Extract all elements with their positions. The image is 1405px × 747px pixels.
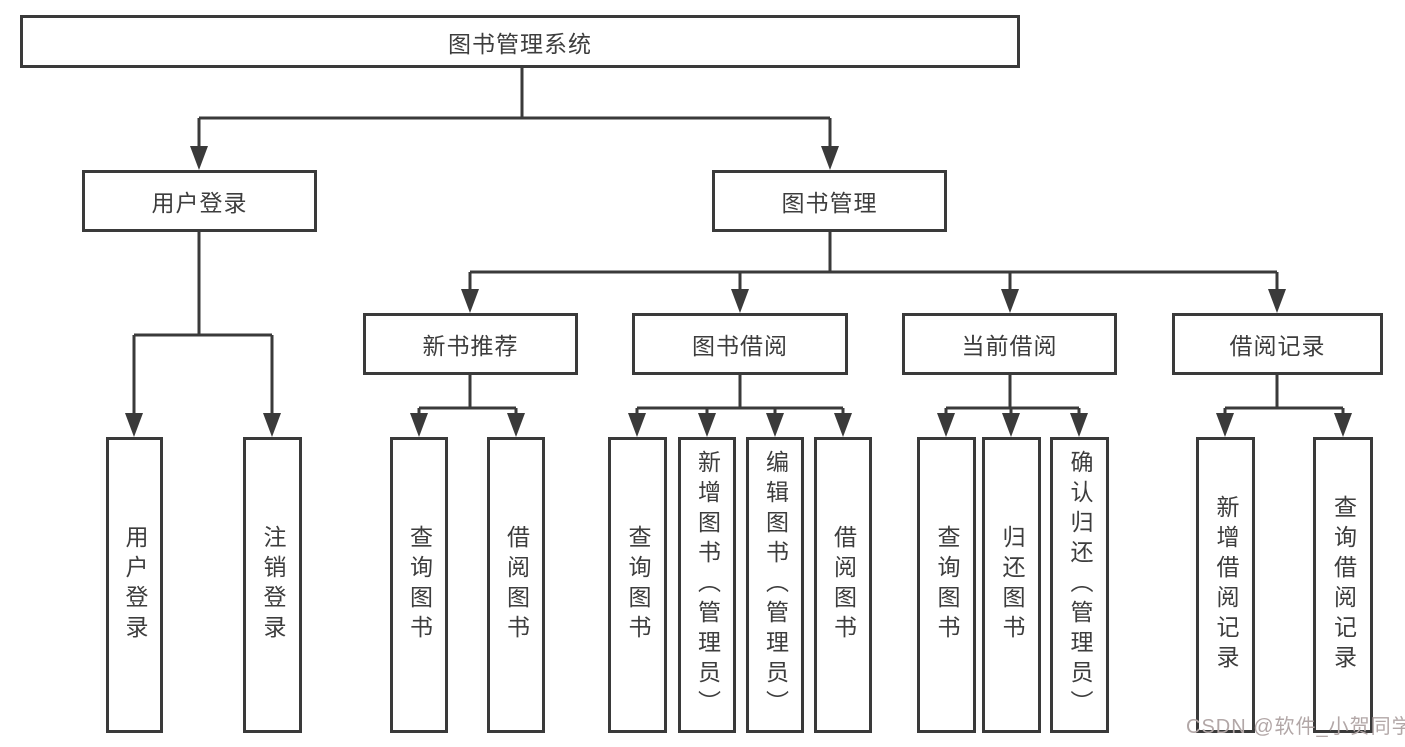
node-label: 查询图书 <box>625 525 651 645</box>
node-label: 当前借阅 <box>961 333 1058 359</box>
node-label: 注销登录 <box>260 525 286 645</box>
connector-records-to-leaves <box>1223 375 1345 421</box>
node-label: 编辑图书（管理员） <box>762 450 789 720</box>
node-label: 新增借阅记录 <box>1213 495 1239 675</box>
node-query-borrow-record: 查询借阅记录 <box>1313 437 1373 733</box>
node-library-system: 图书管理系统 <box>20 15 1020 68</box>
connector-bookmgmt-to-level3 <box>468 232 1279 297</box>
node-add-borrow-record: 新增借阅记录 <box>1196 437 1255 733</box>
node-label: 新书推荐 <box>422 333 519 359</box>
node-new-book-recommend: 新书推荐 <box>363 313 578 375</box>
node-confirm-return-admin: 确认归还（管理员） <box>1050 437 1109 733</box>
node-label: 新增图书（管理员） <box>694 450 721 720</box>
node-label: 用户登录 <box>122 525 148 645</box>
node-label: 图书管理 <box>781 190 878 216</box>
node-label: 图书管理系统 <box>448 30 592 57</box>
node-borrow-books-recommend: 借阅图书 <box>487 437 545 733</box>
node-label: 图书借阅 <box>692 333 788 359</box>
node-query-books-current: 查询图书 <box>917 437 976 733</box>
node-label: 归还图书 <box>999 525 1025 645</box>
node-query-books-recommend: 查询图书 <box>390 437 448 733</box>
node-book-management: 图书管理 <box>712 170 947 232</box>
node-user-login: 用户登录 <box>82 170 317 232</box>
node-logout: 注销登录 <box>243 437 302 733</box>
csdn-watermark: CSDN @软件_小贺同学 <box>1186 716 1405 738</box>
node-current-borrowing: 当前借阅 <box>902 313 1117 375</box>
node-add-book-admin: 新增图书（管理员） <box>678 437 736 733</box>
node-borrow-books-borrowing: 借阅图书 <box>814 437 872 733</box>
node-return-book: 归还图书 <box>982 437 1041 733</box>
node-label: 用户登录 <box>151 190 248 216</box>
node-label: 借阅图书 <box>503 525 530 645</box>
connector-borrowing-to-leaves <box>635 375 845 421</box>
connector-userlogin-to-leaves <box>132 232 274 421</box>
connector-root-to-level2 <box>197 68 832 154</box>
node-label: 借阅图书 <box>830 525 857 645</box>
node-label: 借阅记录 <box>1229 333 1326 359</box>
node-edit-book-admin: 编辑图书（管理员） <box>746 437 804 733</box>
node-label: 查询借阅记录 <box>1330 495 1357 675</box>
node-borrowing-records: 借阅记录 <box>1172 313 1383 375</box>
node-user-login-leaf: 用户登录 <box>106 437 163 733</box>
node-query-books-borrowing: 查询图书 <box>608 437 667 733</box>
connector-recommend-to-leaves <box>417 375 518 421</box>
arrowheads <box>125 146 1352 437</box>
node-label: 确认归还（管理员） <box>1067 450 1093 720</box>
node-label: 查询图书 <box>934 525 960 645</box>
node-label: 查询图书 <box>406 525 433 645</box>
node-book-borrowing: 图书借阅 <box>632 313 848 375</box>
